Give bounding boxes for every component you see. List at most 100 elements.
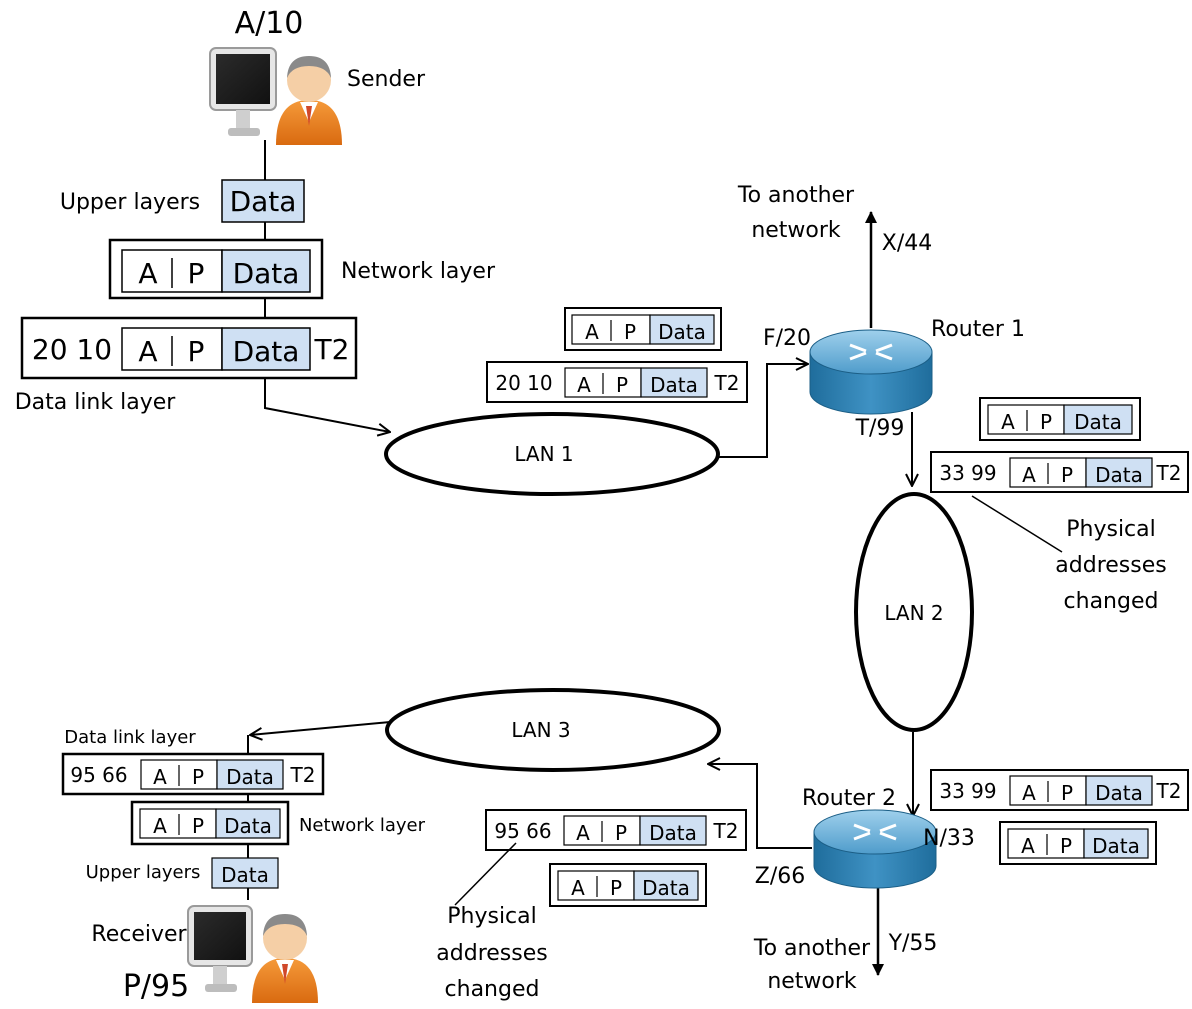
dest-addr: P	[1040, 410, 1052, 434]
physical-addrs: 33 99	[939, 461, 996, 485]
sender-role: Sender	[347, 67, 426, 92]
trailer: T2	[314, 333, 350, 366]
source-addr: A	[571, 876, 585, 900]
receiver-datalink-frame: 95 66 A P Data T2	[61, 752, 325, 796]
lan2-note-pointer	[971, 495, 1063, 553]
receiver-network-label: Network layer	[299, 815, 426, 836]
physical-addrs: 33 99	[939, 779, 996, 803]
receiver-datalink-label: Data link layer	[64, 727, 196, 748]
router2-frame: 33 99 A P Data T2	[930, 769, 1189, 811]
sender-to-lan1-arrow	[264, 370, 390, 432]
lan2-note-3: changed	[1064, 589, 1159, 614]
dest-addr: P	[624, 320, 636, 344]
source-addr: A	[1022, 781, 1036, 805]
dest-addr: P	[192, 765, 204, 789]
lan3-ellipse	[385, 688, 721, 772]
source-addr: A	[153, 765, 167, 789]
sender-datalink-label: Data link layer	[15, 390, 177, 415]
sender-person-icon	[276, 56, 342, 145]
router1-icon	[809, 329, 933, 415]
lan2-ellipse	[854, 492, 974, 732]
trailer: T2	[290, 763, 316, 787]
router2-packet: A P Data	[999, 821, 1157, 865]
lan2-name: LAN 2	[884, 601, 943, 625]
sender-upper-label: Upper layers	[60, 190, 200, 215]
source-addr: A	[138, 257, 157, 290]
lan1-ellipse	[384, 412, 720, 496]
source-addr: A	[1001, 410, 1015, 434]
data-label: Data	[658, 320, 706, 344]
lan1-frame: 20 10 A P Data T2	[486, 361, 748, 403]
router1-in-port: F/20	[763, 326, 811, 351]
trailer: T2	[1156, 461, 1182, 485]
data-label: Data	[221, 863, 269, 887]
data-label: Data	[1095, 781, 1143, 805]
router1-name: Router 1	[931, 317, 1025, 342]
router2-down-label-1: To another	[753, 936, 871, 961]
data-label: Data	[233, 257, 300, 290]
data-label: Data	[226, 765, 274, 789]
lan2-note-1: Physical	[1066, 517, 1156, 542]
router1-up-label-2: network	[751, 218, 841, 243]
data-label: Data	[230, 185, 297, 218]
router2-in-port: N/33	[923, 826, 975, 851]
lan3-to-receiver-arrow	[250, 721, 391, 735]
router2-down-label-2: network	[767, 969, 857, 994]
physical-addrs: 95 66	[494, 819, 551, 843]
data-label: Data	[642, 876, 690, 900]
source-addr: A	[153, 814, 167, 838]
sender-network-label: Network layer	[341, 259, 496, 284]
dest-addr: P	[1061, 781, 1073, 805]
router2-to-lan3-arrow	[708, 764, 812, 849]
dest-addr: P	[192, 814, 204, 838]
dest-addr: P	[610, 876, 622, 900]
sender-datalink-frame: 20 10 A P Data T2	[20, 316, 358, 380]
receiver-person-icon	[252, 914, 318, 1003]
receiver-address: P/95	[123, 969, 189, 1004]
lan3-note-2: addresses	[436, 941, 547, 966]
lan3-packet: A P Data	[549, 863, 707, 907]
lan1-name: LAN 1	[514, 442, 573, 466]
dest-addr: P	[1061, 463, 1073, 487]
data-label: Data	[1095, 463, 1143, 487]
data-label: Data	[224, 814, 272, 838]
dest-addr: P	[188, 257, 205, 290]
lan3-note-pointer	[454, 842, 517, 906]
sender-computer-icon	[209, 47, 277, 136]
lan2-note-2: addresses	[1055, 553, 1166, 578]
receiver-upper-packet: Data	[211, 857, 279, 889]
trailer: T2	[713, 819, 739, 843]
receiver-upper-label: Upper layers	[86, 862, 201, 883]
source-addr: A	[577, 373, 591, 397]
router1-out-port: T/99	[855, 416, 905, 441]
source-addr: A	[1021, 834, 1035, 858]
sender-network-packet: A P Data	[108, 238, 324, 300]
lan3-name: LAN 3	[511, 718, 570, 742]
dest-addr: P	[188, 335, 205, 368]
data-label: Data	[649, 821, 697, 845]
lan2-packet: A P Data	[979, 397, 1141, 441]
lan2-frame: 33 99 A P Data T2	[930, 451, 1189, 493]
router1-up-port: X/44	[882, 231, 932, 256]
router1-up-label-1: To another	[737, 183, 855, 208]
lan1-packet: A P Data	[564, 307, 722, 351]
lan3-note-1: Physical	[447, 904, 537, 929]
router2-name: Router 2	[802, 786, 896, 811]
trailer: T2	[1156, 779, 1182, 803]
sender-address: A/10	[235, 6, 304, 41]
router2-out-port: Z/66	[755, 864, 805, 889]
lan1-to-router1-arrow	[718, 364, 808, 458]
router2-icon	[813, 809, 937, 889]
dest-addr: P	[616, 373, 628, 397]
source-addr: A	[576, 821, 590, 845]
source-addr: A	[138, 335, 157, 368]
lan3-note-3: changed	[445, 977, 540, 1002]
source-addr: A	[1022, 463, 1036, 487]
data-label: Data	[233, 335, 300, 368]
trailer: T2	[714, 371, 740, 395]
receiver-computer-icon	[187, 905, 253, 992]
sender-upper-packet: Data	[221, 179, 305, 223]
receiver-network-packet: A P Data	[130, 800, 290, 846]
physical-addrs: 20 10	[495, 371, 552, 395]
